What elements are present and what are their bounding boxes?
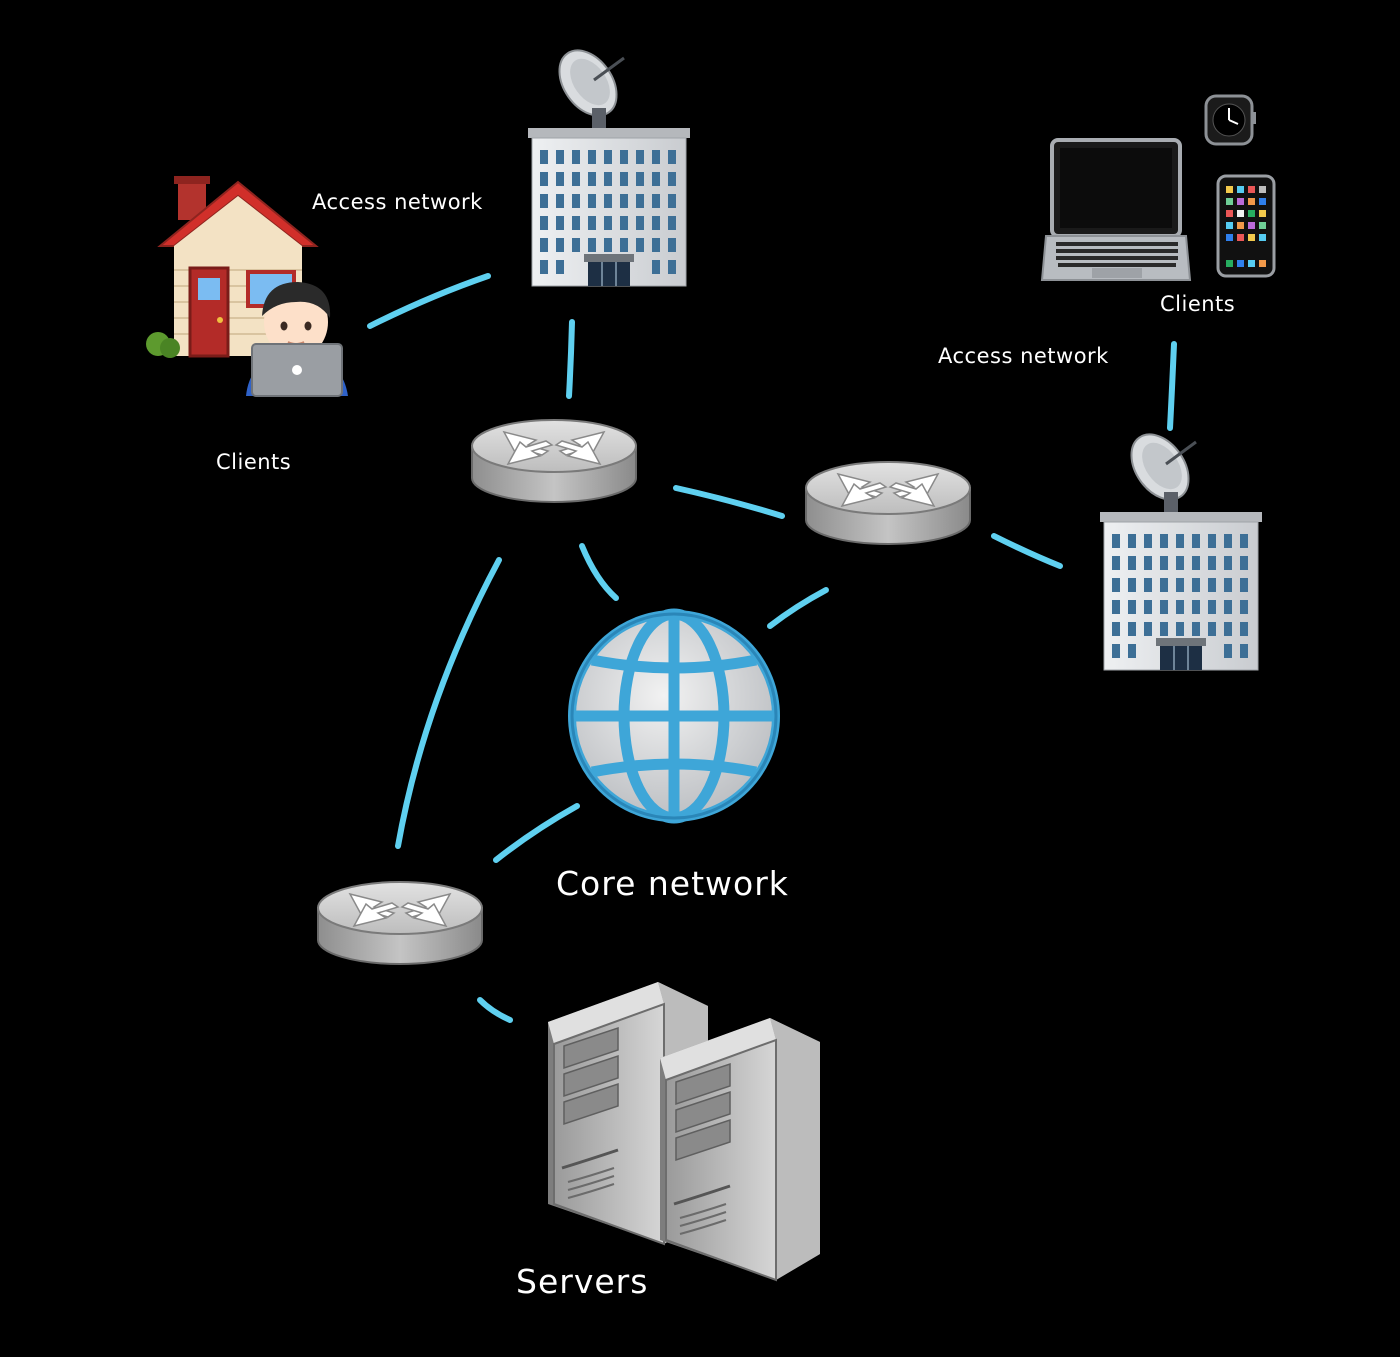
- access-network-right-label: Access network: [938, 344, 1109, 368]
- clients-left-label: Clients: [216, 450, 292, 474]
- smartwatch-icon: [1204, 94, 1256, 146]
- building-left-icon: [526, 38, 692, 288]
- router-bottom-icon: [317, 881, 483, 965]
- router-top-icon: [471, 419, 637, 503]
- laptop-icon: [1040, 138, 1192, 281]
- clients-right-label: Clients: [1160, 292, 1236, 316]
- link-router-top-to-router-right: [673, 485, 785, 519]
- link-globe-to-router-bottom: [493, 803, 580, 863]
- link-home-to-access: [367, 273, 491, 329]
- person-with-laptop-icon: [246, 282, 348, 397]
- link-router-top-to-router-bottom: [395, 557, 502, 849]
- access-network-left-label: Access network: [312, 190, 483, 214]
- link-access-left-to-router: [566, 319, 575, 399]
- core-network-label: Core network: [556, 864, 789, 903]
- house-icon: [146, 176, 319, 358]
- building-right-icon: [1098, 422, 1264, 672]
- link-clients-right-to-access-right: [1167, 341, 1177, 431]
- servers-label: Servers: [516, 1262, 649, 1301]
- link-router-top-to-globe: [579, 543, 619, 601]
- server-tower-icon: [658, 1016, 822, 1282]
- globe-icon: [568, 608, 780, 824]
- connection-links: [367, 273, 1177, 1023]
- link-router-right-to-access-right: [991, 533, 1063, 569]
- smartphone-icon: [1216, 174, 1276, 278]
- link-router-right-to-globe: [767, 587, 829, 629]
- link-router-bottom-to-servers: [477, 997, 513, 1023]
- router-right-icon: [805, 461, 971, 545]
